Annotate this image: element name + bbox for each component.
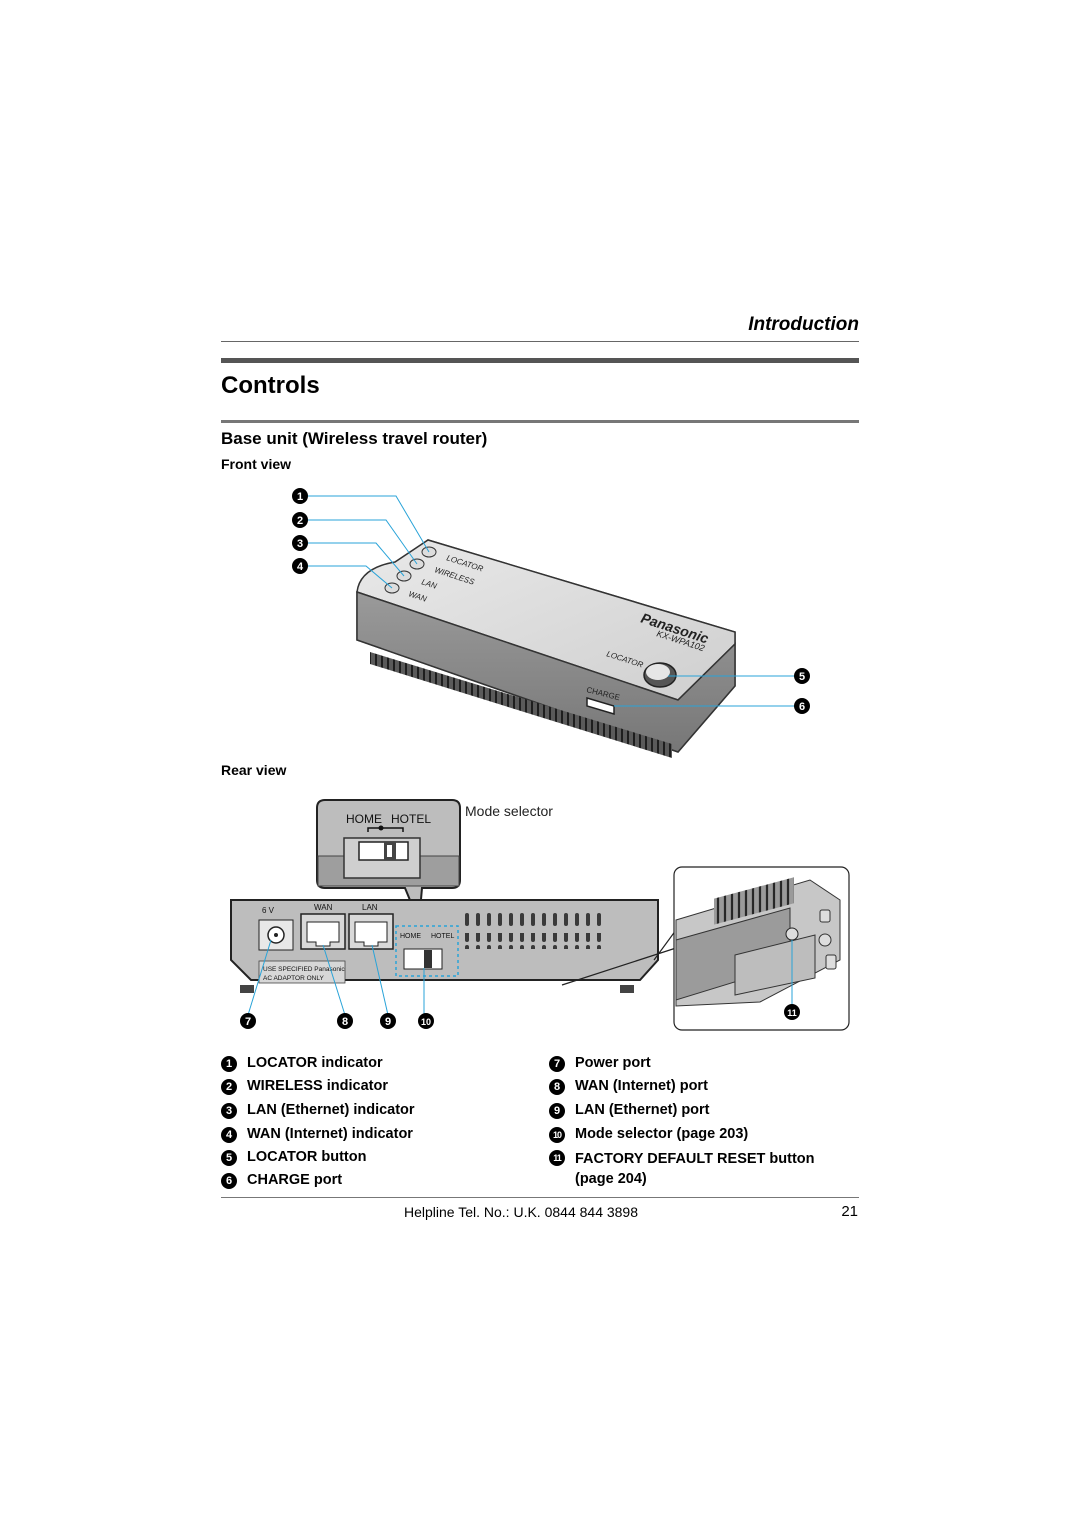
callout-6: 6: [799, 701, 805, 713]
legend-label: Mode selector (page 203): [575, 1126, 749, 1142]
front-view-heading: Front view: [221, 456, 292, 472]
callout-7: 7: [245, 1016, 251, 1028]
legend-item-2: 2 WIRELESS indicator: [221, 1078, 388, 1095]
front-view-diagram: LOCATOR WIRELESS LAN WAN Panasonic KX-WP…: [292, 488, 810, 758]
router-vents: [370, 652, 672, 758]
small-home-label: HOME: [400, 933, 421, 940]
legend-number: 3: [221, 1103, 237, 1119]
reset-button-icon: [785, 927, 799, 941]
legend-item-3: 3 LAN (Ethernet) indicator: [221, 1102, 415, 1119]
legend-label: CHARGE port: [247, 1172, 343, 1188]
legend-label: LAN (Ethernet) port: [575, 1102, 710, 1118]
header-rule-thick: [221, 358, 859, 363]
legend-number: 11: [549, 1150, 565, 1166]
legend-label: Power port: [575, 1055, 651, 1071]
legend-label: WAN (Internet) indicator: [247, 1126, 413, 1142]
legend-label: LOCATOR button: [247, 1149, 367, 1165]
rear-view-heading: Rear view: [221, 762, 287, 778]
adaptor-notice-line1: USE SPECIFIED Panasonic: [263, 966, 345, 973]
page-title: Controls: [221, 372, 320, 399]
adaptor-notice-line2: AC ADAPTOR ONLY: [263, 975, 324, 982]
wan-label: WAN: [314, 903, 333, 912]
legend-number: 5: [221, 1150, 237, 1166]
power-label: 6 V: [262, 906, 275, 915]
legend-item-10: 10 Mode selector (page 203): [549, 1126, 748, 1143]
callout-10: 10: [421, 1017, 431, 1027]
footer-helpline: Helpline Tel. No.: U.K. 0844 844 3898: [404, 1204, 639, 1220]
callout-1: 1: [297, 491, 303, 503]
legend-item-4: 4 WAN (Internet) indicator: [221, 1126, 413, 1143]
legend-item-5: 5 LOCATOR button: [221, 1149, 366, 1166]
legend-label: FACTORY DEFAULT RESET button (page 204): [575, 1151, 815, 1187]
zoom-home-label: HOME: [346, 812, 382, 826]
legend-item-11: 11 FACTORY DEFAULT RESET button (page 20…: [549, 1149, 849, 1189]
zoom-hotel-label: HOTEL: [391, 812, 431, 826]
callout-8: 8: [342, 1016, 348, 1028]
callout-2: 2: [297, 515, 303, 527]
callout-3: 3: [297, 538, 303, 550]
adaptor-notice-box: [258, 960, 346, 984]
legend-number: 8: [549, 1079, 565, 1095]
legend-label: LAN (Ethernet) indicator: [247, 1102, 415, 1118]
legend-item-1: 1 LOCATOR indicator: [221, 1055, 383, 1072]
mode-switch-icon: [403, 948, 443, 970]
legend-number: 9: [549, 1103, 565, 1119]
mode-selector-label: Mode selector: [465, 803, 553, 819]
header-rule-thin: [221, 341, 859, 342]
section-subtitle: Base unit (Wireless travel router): [221, 429, 488, 448]
legend-item-7: 7 Power port: [549, 1055, 651, 1072]
callout-4: 4: [297, 561, 304, 573]
zoom-switch-icon: [358, 841, 409, 861]
legend-label: WAN (Internet) port: [575, 1078, 708, 1094]
router-front-face: [356, 590, 736, 753]
callout-9: 9: [385, 1016, 391, 1028]
section-title: Introduction: [748, 314, 859, 335]
page-number: 21: [841, 1203, 858, 1220]
legend-item-8: 8 WAN (Internet) port: [549, 1078, 708, 1095]
legend-number: 4: [221, 1127, 237, 1143]
legend-number: 1: [221, 1056, 237, 1072]
title-rule: [221, 420, 859, 423]
rear-view-diagram: Mode selector HOME HOTEL 6 V WAN LAN HOM…: [230, 799, 850, 1031]
callout-5: 5: [799, 671, 805, 683]
legend-number: 10: [549, 1127, 565, 1143]
legend-label: LOCATOR indicator: [247, 1055, 383, 1071]
charge-port-icon: [586, 696, 615, 716]
callout-11: 11: [787, 1008, 797, 1018]
locator-button-cap: [646, 664, 670, 680]
legend-label: WIRELESS indicator: [247, 1078, 388, 1094]
legend-number: 6: [221, 1173, 237, 1189]
small-hotel-label: HOTEL: [431, 933, 454, 940]
legend-item-9: 9 LAN (Ethernet) port: [549, 1102, 710, 1119]
footer-rule: [221, 1197, 859, 1198]
legend-number: 7: [549, 1056, 565, 1072]
legend-item-6: 6 CHARGE port: [221, 1172, 342, 1189]
lan-label: LAN: [362, 903, 378, 912]
legend-number: 2: [221, 1079, 237, 1095]
router-top-face: [356, 539, 736, 701]
